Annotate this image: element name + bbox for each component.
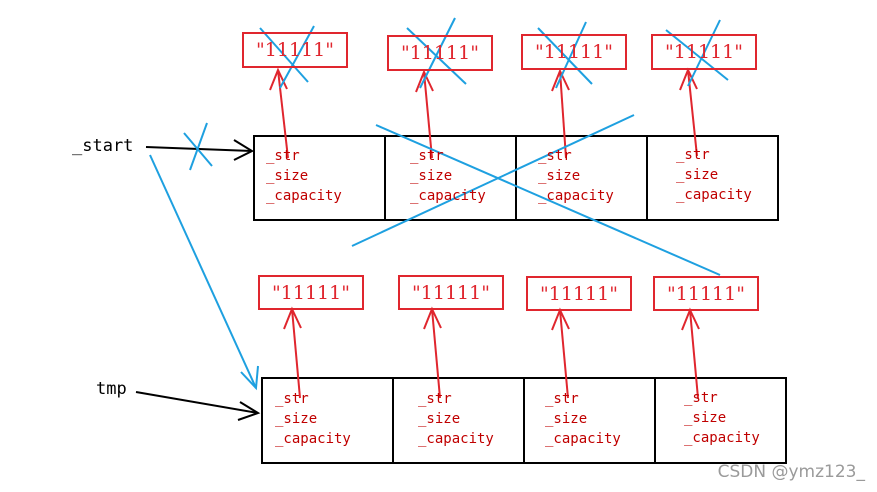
tmp-string-box-2: "11111" <box>398 275 504 310</box>
start-string-box-1: "11111" <box>242 32 348 68</box>
tmp-string-box-3: "11111" <box>526 276 632 311</box>
string-cross-mark-4 <box>665 19 729 87</box>
start-str-pointer-3 <box>551 68 570 159</box>
tmp-str-pointer-3 <box>551 307 570 399</box>
field-capacity: _capacity <box>676 187 752 203</box>
field-capacity: _capacity <box>275 431 351 447</box>
string-cross-mark-1 <box>259 25 315 89</box>
field-str: _str <box>410 148 444 164</box>
start-cell-3-fields: _str _size _capacity <box>538 146 614 206</box>
start-label: _start <box>72 136 134 156</box>
field-capacity: _capacity <box>418 431 494 447</box>
watermark: CSDN @ymz123_ <box>717 462 865 482</box>
start-str-pointer-2 <box>415 69 434 159</box>
field-capacity: _capacity <box>266 188 342 204</box>
field-str: _str <box>545 391 579 407</box>
start-cell-2-fields: _str _size _capacity <box>410 146 486 206</box>
field-size: _size <box>266 168 309 184</box>
field-size: _size <box>410 168 453 184</box>
field-str: _str <box>418 391 452 407</box>
field-str: _str <box>538 148 572 164</box>
tmp-cell-3-fields: _str _size _capacity <box>545 389 621 449</box>
string-cross-mark-2 <box>406 17 467 89</box>
field-size: _size <box>275 411 318 427</box>
tmp-str-pointer-1 <box>283 306 302 399</box>
start-string-box-2: "11111" <box>387 35 493 71</box>
tmp-str-pointer-2 <box>423 306 442 399</box>
tmp-array <box>261 377 787 464</box>
tmp-cell-1-fields: _str _size _capacity <box>275 389 351 449</box>
field-str: _str <box>676 147 710 163</box>
tmp-str-pointer-4 <box>681 307 700 399</box>
field-capacity: _capacity <box>545 431 621 447</box>
start-str-pointer-1 <box>269 67 289 159</box>
tmp-cell-2-fields: _str _size _capacity <box>418 389 494 449</box>
tmp-string-box-1: "11111" <box>258 275 364 310</box>
field-size: _size <box>545 411 588 427</box>
start-pointer-cross-mark <box>183 122 213 171</box>
tmp-label: tmp <box>96 379 127 399</box>
field-size: _size <box>684 410 727 426</box>
field-str: _str <box>266 148 300 164</box>
field-str: _str <box>684 390 718 406</box>
array-cross-mark <box>351 114 721 276</box>
field-size: _size <box>538 168 581 184</box>
field-str: _str <box>275 391 309 407</box>
tmp-pointer-arrow <box>135 391 261 421</box>
start-pointer-arrow <box>145 139 255 161</box>
start-string-box-3: "11111" <box>521 34 627 70</box>
field-size: _size <box>418 411 461 427</box>
field-capacity: _capacity <box>410 188 486 204</box>
start-cell-4-fields: _str _size _capacity <box>676 145 752 205</box>
tmp-cell-4-fields: _str _size _capacity <box>684 388 760 448</box>
start-cell-1-fields: _str _size _capacity <box>266 146 342 206</box>
field-capacity: _capacity <box>538 188 614 204</box>
string-cross-mark-3 <box>537 21 593 89</box>
field-capacity: _capacity <box>684 430 760 446</box>
field-size: _size <box>676 167 719 183</box>
start-to-tmp-arrow <box>149 154 259 391</box>
start-array <box>253 135 779 221</box>
start-string-box-4: "11111" <box>651 34 757 70</box>
tmp-string-box-4: "11111" <box>653 276 759 311</box>
